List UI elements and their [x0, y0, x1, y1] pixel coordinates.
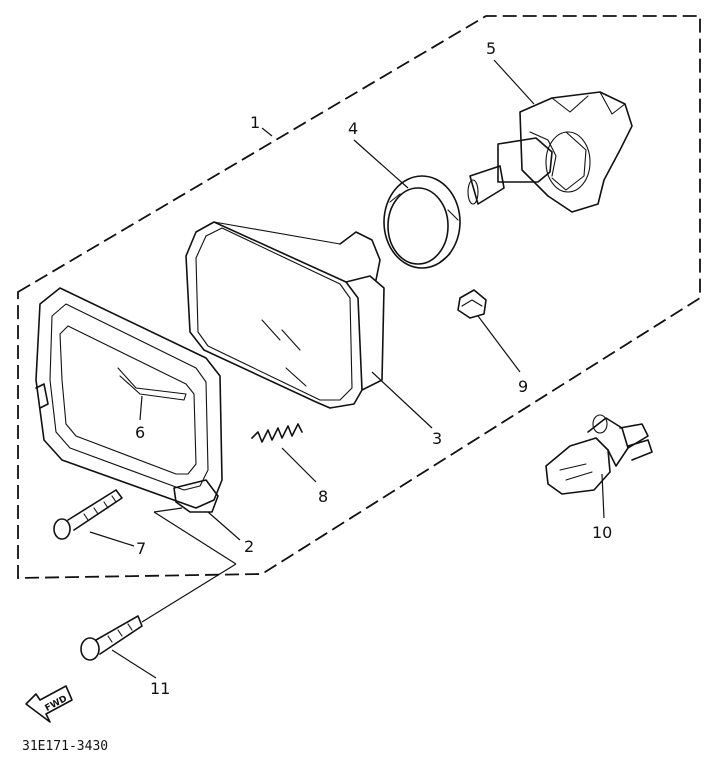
callout-6: 6: [135, 423, 145, 442]
assembly-boundary: [17, 15, 701, 579]
callout-10: 10: [592, 523, 612, 542]
callout-2: 2: [244, 537, 254, 556]
part-11-screw: [80, 615, 143, 661]
fwd-label: FWD: [44, 694, 69, 714]
callout-7: 7: [136, 539, 146, 558]
part-4-ring: [383, 175, 461, 269]
callout-3: 3: [432, 429, 442, 448]
callout-1: 1: [250, 113, 260, 132]
part-3-headlight-unit: [185, 221, 385, 409]
callout-5: 5: [486, 39, 496, 58]
callout-9: 9: [518, 377, 528, 396]
part-8-spring: [251, 423, 303, 443]
leader-lines: [89, 59, 605, 679]
callout-8: 8: [318, 487, 328, 506]
front-direction-arrow-icon: FWD: [25, 685, 73, 723]
part-7-screw: [53, 489, 123, 540]
part-10-bulb: [545, 414, 653, 495]
callout-4: 4: [348, 119, 358, 138]
diagram-code: 31E171-3430: [22, 739, 108, 754]
part-5-socket-cover: [467, 91, 633, 213]
part-9-nut: [457, 289, 487, 319]
part-2-rim: [35, 287, 223, 513]
callout-11: 11: [150, 679, 170, 698]
